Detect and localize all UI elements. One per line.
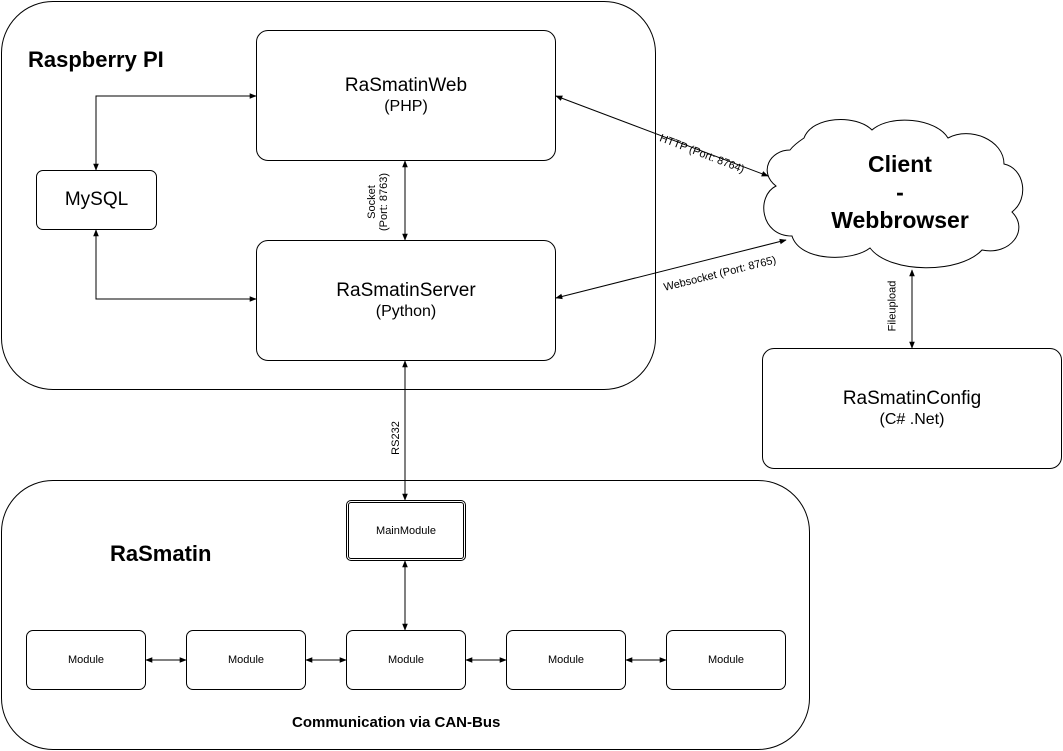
- module-label: Module: [387, 654, 425, 666]
- can-bus-caption: Communication via CAN-Bus: [292, 714, 501, 731]
- rs232-edge-label: RS232: [389, 421, 402, 455]
- socket-edge-label-line1: Socket: [366, 185, 378, 219]
- module-label: Module: [707, 654, 745, 666]
- client-line-2: -: [896, 179, 904, 205]
- client-webbrowser-label: Client - Webbrowser: [800, 150, 1000, 234]
- client-line-1: Client: [868, 151, 932, 177]
- client-line-3: Webbrowser: [831, 207, 969, 233]
- rasmatin-server-title: RaSmatinServer: [336, 279, 476, 301]
- mysql-title: MySQL: [64, 189, 129, 210]
- rasmatin-config-node: RaSmatinConfig (C# .Net): [762, 348, 1062, 469]
- raspberry-pi-label: Raspberry PI: [28, 47, 164, 72]
- rasmatin-config-subtitle: (C# .Net): [879, 410, 945, 428]
- rasmatin-server-node: RaSmatinServer (Python): [256, 240, 556, 361]
- module-node: Module: [666, 630, 786, 690]
- websocket-connector: [555, 238, 787, 300]
- mysql-node: MySQL: [36, 170, 157, 230]
- fileupload-edge-label: Fileupload: [886, 280, 899, 332]
- module-label: Module: [227, 654, 265, 666]
- mysql-server-connector: [93, 229, 257, 302]
- rasmatin-web-subtitle: (PHP): [384, 97, 428, 115]
- module-node: Module: [506, 630, 626, 690]
- module-label: Module: [67, 654, 105, 666]
- rasmatin-server-subtitle: (Python): [375, 302, 437, 320]
- module-label: Module: [547, 654, 585, 666]
- module-node: Module: [346, 630, 466, 690]
- http-connector: [555, 95, 769, 177]
- module-node: Module: [26, 630, 146, 690]
- socket-edge-label: Socket (Port: 8763): [366, 162, 406, 242]
- client-cloud-icon: [763, 119, 1024, 269]
- mysql-web-connector: [93, 93, 257, 171]
- rasmatin-web-node: RaSmatinWeb (PHP): [256, 30, 556, 161]
- main-module-label: MainModule: [376, 524, 436, 537]
- main-module-node: MainModule: [346, 500, 466, 561]
- rasmatin-config-title: RaSmatinConfig: [842, 387, 982, 409]
- rasmatin-web-title: RaSmatinWeb: [344, 74, 468, 96]
- socket-edge-label-line2: (Port: 8763): [378, 172, 390, 232]
- rasmatin-label: RaSmatin: [110, 541, 212, 566]
- module-node: Module: [186, 630, 306, 690]
